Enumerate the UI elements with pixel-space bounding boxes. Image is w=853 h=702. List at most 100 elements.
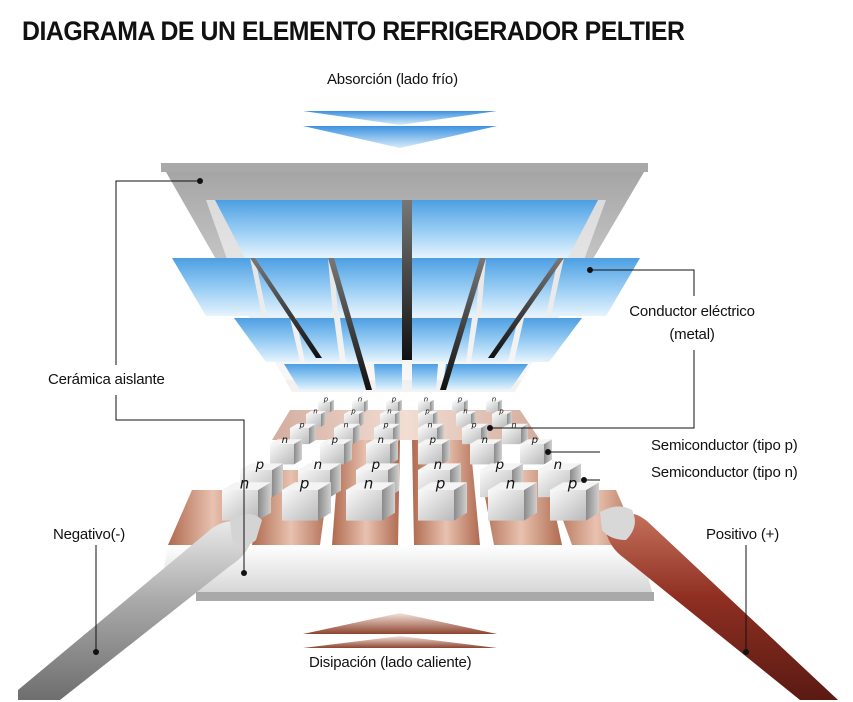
block-front-face xyxy=(462,428,481,445)
block-letter: p xyxy=(323,396,329,404)
page-title: DIAGRAMA DE UN ELEMENTO REFRIGERADOR PEL… xyxy=(22,16,685,46)
block-top-face xyxy=(418,482,467,490)
block-letter: n xyxy=(434,458,443,473)
block-side-face xyxy=(330,399,334,413)
semiconductor-block-n: n xyxy=(470,435,502,465)
block-front-face xyxy=(456,414,471,427)
block-front-face xyxy=(344,414,359,427)
block-top-face xyxy=(282,482,331,490)
block-front-face xyxy=(270,444,294,465)
semiconductor-block-p: p xyxy=(418,435,450,465)
semiconductor-block-p: p xyxy=(462,420,488,445)
semiconductor-block-p: p xyxy=(386,396,402,413)
block-top-face xyxy=(550,482,599,490)
negative-wire xyxy=(18,514,262,700)
block-letter: p xyxy=(391,396,397,404)
semiconductor-block-n: n xyxy=(502,420,528,445)
block-letter: n xyxy=(343,420,348,429)
block-side-face xyxy=(309,423,316,445)
block-front-face xyxy=(366,444,390,465)
bottom-ceramic-fan xyxy=(160,545,652,592)
block-top-face xyxy=(456,411,476,414)
block-letter: p xyxy=(429,435,436,446)
block-letter: n xyxy=(506,475,516,493)
block-side-face xyxy=(498,399,502,413)
block-side-face xyxy=(272,463,283,498)
block-letter: n xyxy=(314,458,323,473)
block-side-face xyxy=(294,439,302,465)
block-top-face xyxy=(366,439,398,444)
semiconductor-block-n: n xyxy=(456,408,476,427)
block-side-face xyxy=(318,482,331,521)
semiconductor-block-n: n xyxy=(270,435,302,465)
semiconductor-block-p: p xyxy=(282,475,331,521)
block-top-face xyxy=(418,463,461,470)
block-top-face xyxy=(386,399,402,402)
block-front-face xyxy=(418,490,454,521)
block-letter: n xyxy=(424,396,428,404)
block-top-face xyxy=(486,399,502,402)
block-letter: n xyxy=(554,458,563,473)
block-letter: p xyxy=(498,408,504,416)
block-side-face xyxy=(433,411,438,427)
semiconductor-block-n: n xyxy=(352,396,368,413)
block-letter: n xyxy=(427,420,432,429)
absorption-label: Absorción (lado frío) xyxy=(327,71,458,88)
block-front-face xyxy=(502,428,521,445)
block-top-face xyxy=(492,411,512,414)
semiconductor-block-p: p xyxy=(344,408,364,427)
block-letter: p xyxy=(424,408,430,416)
block-side-face xyxy=(398,399,402,413)
block-top-face xyxy=(240,463,283,470)
block-front-face xyxy=(320,444,344,465)
block-letter: n xyxy=(358,396,362,404)
top-conductor-large xyxy=(215,200,598,258)
top-ceramic-plate xyxy=(161,163,648,172)
semiconductor-block-n: n xyxy=(486,396,502,413)
block-side-face xyxy=(258,482,271,521)
block-letter: n xyxy=(240,475,250,493)
conductor-label-line1: Conductor eléctrico xyxy=(629,303,755,320)
block-letter: p xyxy=(350,408,356,416)
block-front-face xyxy=(352,402,364,413)
block-side-face xyxy=(437,423,444,445)
block-side-face xyxy=(430,399,434,413)
block-side-face xyxy=(330,463,341,498)
block-letter: p xyxy=(299,475,310,493)
block-front-face xyxy=(306,414,321,427)
leader-dots xyxy=(93,178,749,655)
block-letter: p xyxy=(435,475,446,493)
block-letter: n xyxy=(378,435,384,446)
semiconductor-n-label: Semiconductor (tipo n) xyxy=(651,464,798,481)
block-top-face xyxy=(306,411,326,414)
semiconductor-block-n: n xyxy=(346,475,395,521)
block-top-face xyxy=(418,439,450,444)
block-front-face xyxy=(386,402,398,413)
block-letter: n xyxy=(313,408,317,416)
block-letter: n xyxy=(364,475,374,493)
block-top-face xyxy=(520,439,552,444)
block-letter: n xyxy=(492,396,496,404)
block-side-face xyxy=(344,439,352,465)
semiconductor-block-n: n xyxy=(306,408,326,427)
block-front-face xyxy=(318,402,330,413)
block-letter: n xyxy=(282,435,288,446)
positive-wire xyxy=(600,506,838,700)
leader-lines xyxy=(95,180,747,652)
block-top-face xyxy=(480,463,523,470)
block-top-face xyxy=(418,423,444,428)
block-side-face xyxy=(442,439,450,465)
block-letter: n xyxy=(511,420,516,429)
semiconductor-block-p: p xyxy=(320,435,352,465)
ceramic-label: Cerámica aislante xyxy=(48,371,165,388)
block-front-face xyxy=(418,414,433,427)
block-front-face xyxy=(470,444,494,465)
block-letter: n xyxy=(387,408,391,416)
semiconductor-p-label: Semiconductor (tipo p) xyxy=(651,437,798,454)
block-side-face xyxy=(586,482,599,521)
block-top-face xyxy=(290,423,316,428)
block-side-face xyxy=(353,423,360,445)
block-front-face xyxy=(452,402,464,413)
